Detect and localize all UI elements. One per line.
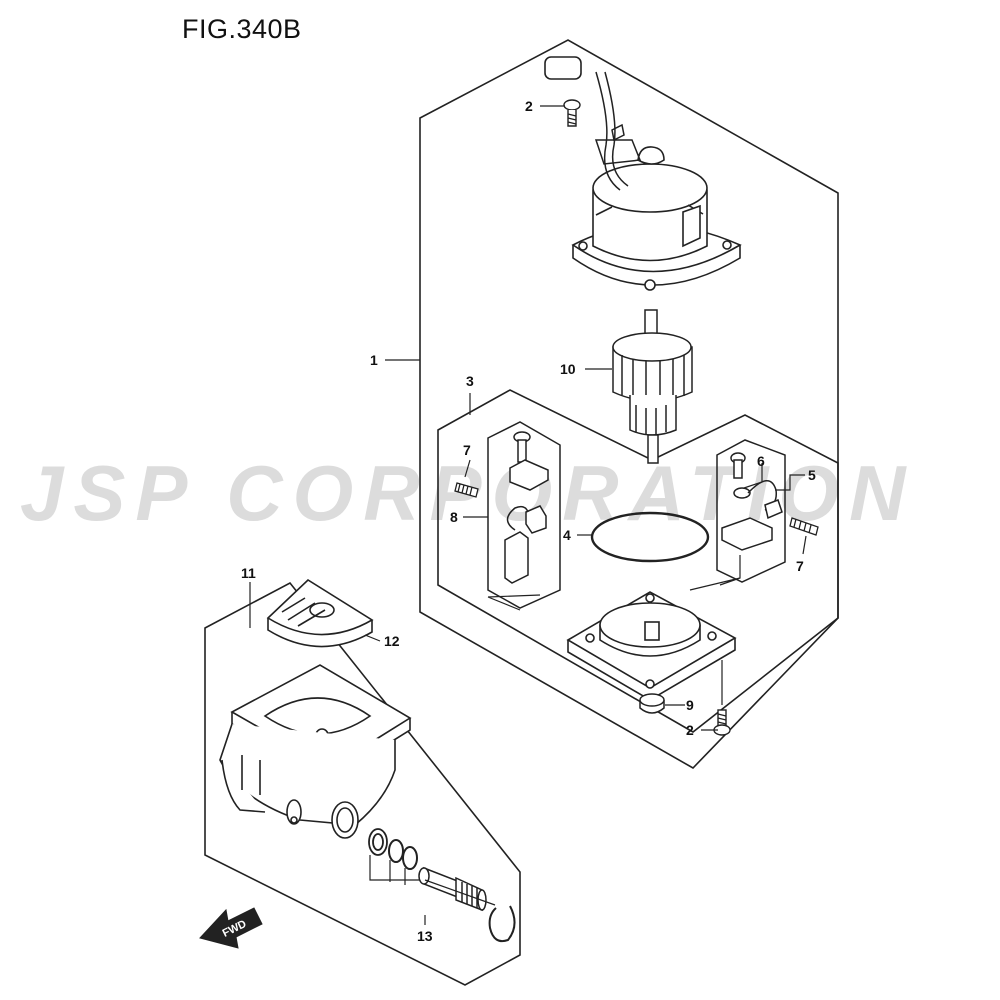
brush-holder-right (716, 439, 786, 583)
group-11-outline (204, 581, 521, 986)
armature (612, 309, 693, 464)
fwd-arrow-badge: FWD (199, 907, 263, 949)
callout-8: 8 (450, 509, 458, 525)
end-frame (566, 591, 737, 701)
callout-6: 6 (757, 453, 765, 469)
leader-lines (249, 105, 807, 925)
bushing (639, 693, 665, 714)
lead-wire (594, 71, 642, 191)
callout-3: 3 (466, 373, 474, 389)
callout-4: 4 (563, 527, 571, 543)
wire-connector (544, 56, 582, 80)
callout-1: 1 (370, 352, 378, 368)
callout-13: 13 (417, 928, 433, 944)
motor-yoke (571, 146, 742, 291)
reservoir-cover (266, 578, 374, 648)
callout-12: 12 (384, 633, 400, 649)
callout-11: 11 (241, 565, 256, 581)
pump-body (219, 664, 412, 839)
brush-holder-left (487, 421, 561, 609)
callout-2-top: 2 (525, 98, 533, 114)
spring-left (454, 482, 479, 498)
callout-7-left: 7 (463, 442, 471, 458)
screw-top (563, 99, 581, 127)
group-3-outline (437, 389, 839, 733)
o-ring (590, 511, 710, 563)
spring-right (789, 517, 819, 536)
seal-ring-1 (368, 828, 388, 856)
callout-2-bottom: 2 (686, 722, 694, 738)
valve-assembly (418, 866, 487, 912)
snap-ring (488, 905, 516, 943)
callout-9: 9 (686, 697, 694, 713)
callout-7-right: 7 (796, 558, 804, 574)
callout-5: 5 (808, 467, 816, 483)
figure-title: FIG.340B (182, 14, 302, 44)
callout-10: 10 (560, 361, 576, 377)
seal-ring-3 (402, 846, 418, 870)
seal-ring-2 (388, 839, 404, 863)
